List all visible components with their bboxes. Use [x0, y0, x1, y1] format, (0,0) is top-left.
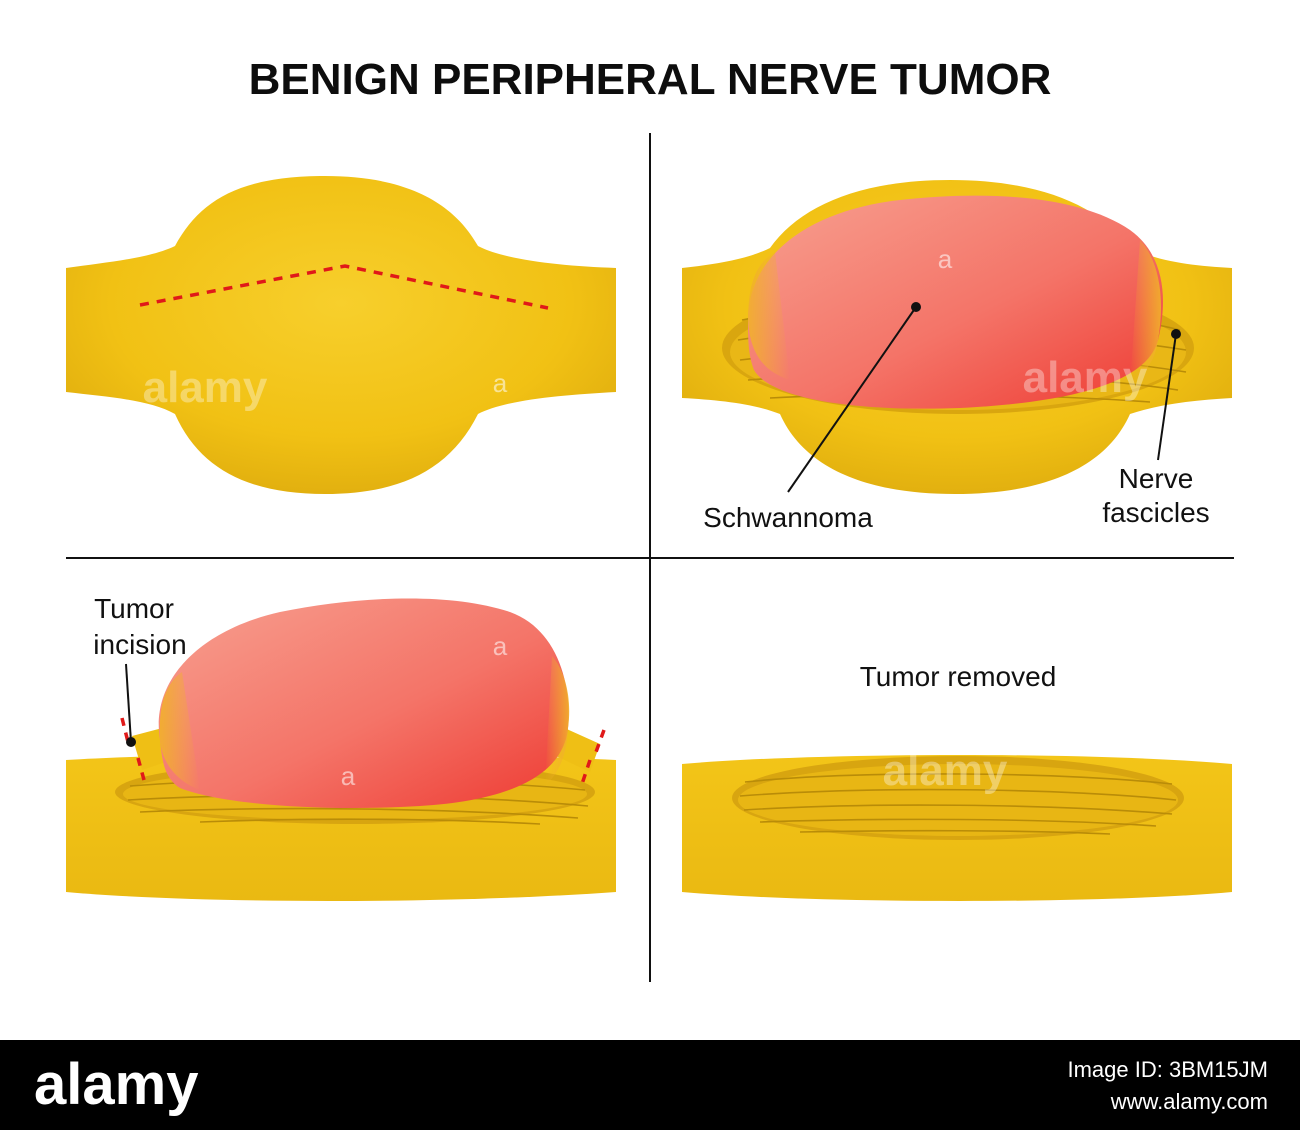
tumor-incision-label-line2: incision: [93, 629, 186, 660]
watermarks: alamy a a alamy a a alamy: [143, 244, 1148, 795]
tumor-incision-label-line1: Tumor: [94, 593, 174, 624]
footer-logo: alamy: [34, 1052, 198, 1117]
panel-exposed-tumor: Schwannoma Nerve fascicles: [682, 180, 1232, 533]
tumor-removed-label: Tumor removed: [860, 661, 1057, 692]
watermark-word-3: alamy: [883, 746, 1008, 795]
schwannoma-tumor: [748, 195, 1163, 409]
fascicle-strands-right: [739, 773, 1177, 835]
watermark-letter-3: a: [493, 631, 508, 661]
watermark-letter-2: a: [938, 244, 953, 274]
incision-mark-right: [580, 729, 606, 785]
nerve-fascicles-label-line2: fascicles: [1102, 497, 1209, 528]
planned-incision-line: [139, 264, 549, 310]
watermark-word-2: alamy: [1023, 353, 1148, 402]
footer-bar: [0, 1040, 1300, 1130]
panel-tumor-removed: Tumor removed: [682, 661, 1232, 901]
incision-mark-left: [120, 717, 146, 781]
diagram-title: BENIGN PERIPHERAL NERVE TUMOR: [249, 55, 1052, 104]
tumor-edge-left: [748, 252, 790, 380]
fascicles-leader-line: [1157, 333, 1177, 461]
lifted-tumor-edge-left: [159, 672, 200, 790]
tumor-lifted: [158, 598, 569, 808]
schwannoma-leader-line: [787, 306, 917, 493]
tumor-edge-right: [1130, 240, 1161, 385]
watermark-letter-4: a: [341, 761, 356, 791]
watermark-word-1: alamy: [143, 363, 268, 412]
watermark-letter-1: a: [493, 368, 508, 398]
incision-leader-line: [125, 663, 132, 743]
panel-tumor-incision: Tumor incision: [66, 593, 616, 901]
fascicle-bed-exposed-inner: [738, 764, 1178, 836]
nerve-fascicles-label-line1: Nerve: [1119, 463, 1194, 494]
schwannoma-label: Schwannoma: [703, 502, 873, 533]
nerve-with-bulge: [66, 176, 616, 494]
panel-intact-nerve: [66, 176, 616, 494]
lifted-tumor-edge-right: [545, 656, 570, 786]
footer-image-id: Image ID: 3BM15JM: [1067, 1057, 1268, 1082]
footer-url: www.alamy.com: [1110, 1089, 1268, 1114]
